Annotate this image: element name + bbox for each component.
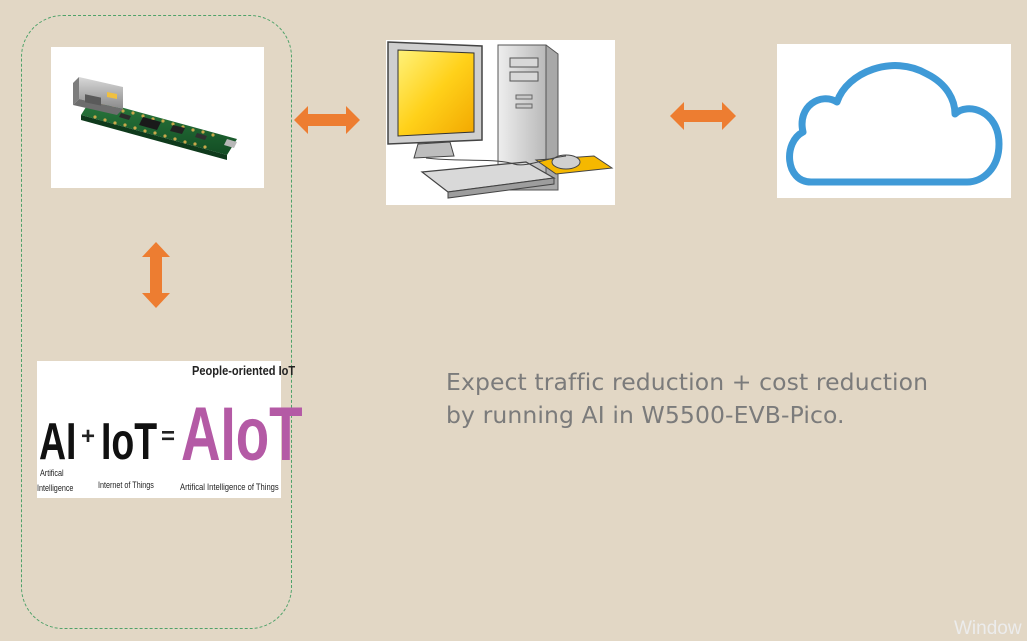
equals-sign: = <box>161 423 176 450</box>
iot-text: IoT <box>101 413 158 471</box>
plus-sign: + <box>81 423 96 450</box>
caption-line1: Expect traffic reduction + cost reductio… <box>446 368 929 396</box>
desktop-computer-icon <box>387 41 614 199</box>
ai-caption-line1: Artifical <box>40 468 64 478</box>
aiot-heading: People-oriented IoT <box>192 363 296 378</box>
caption: Expect traffic reduction + cost reductio… <box>446 366 1006 432</box>
activation-watermark: Window <box>954 618 1022 639</box>
cloud-image <box>777 44 1011 198</box>
board-aiot-arrow <box>142 242 170 308</box>
board-pc-arrow <box>294 106 360 134</box>
wiznet-board-icon <box>73 77 237 160</box>
cloud-icon <box>786 62 1003 186</box>
board-image <box>51 47 264 188</box>
ai-caption-line2: Intelligence <box>37 483 74 493</box>
pc-cloud-arrow <box>670 102 736 130</box>
ai-text: AI <box>39 413 77 471</box>
caption-line2: by running AI in W5500-EVB-Pico. <box>446 401 845 429</box>
iot-caption: Internet of Things <box>98 480 154 490</box>
aiot-text: AIoT <box>181 392 303 477</box>
device-group-outline <box>21 15 292 629</box>
desktop-computer-image <box>386 40 615 205</box>
aiot-logo: People-oriented IoT AI + IoT = AIoT Arti… <box>37 361 303 498</box>
aiot-caption: Artifical Intelligence of Things <box>180 482 279 493</box>
